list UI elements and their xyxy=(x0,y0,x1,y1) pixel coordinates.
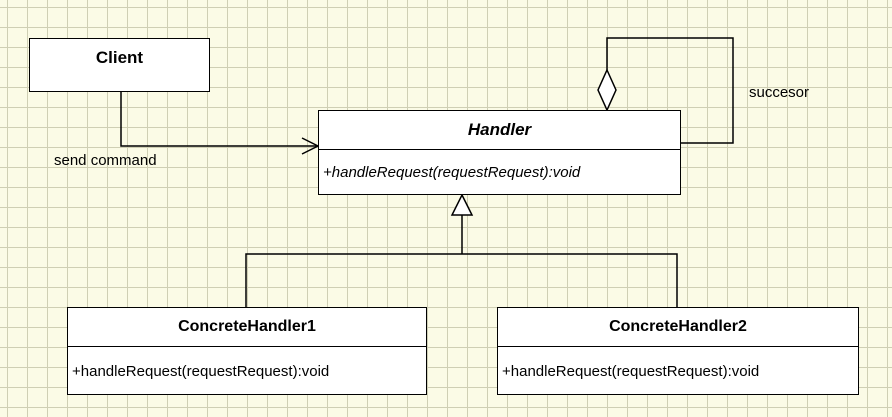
concrete-handler2-name: ConcreteHandler2 xyxy=(609,318,747,335)
concrete-handler2-class[interactable]: ConcreteHandler2 +handleRequest(requestR… xyxy=(497,307,859,395)
concrete-handler2-operation: +handleRequest(requestRequest):void xyxy=(498,346,858,395)
generalization-triangle xyxy=(450,193,474,216)
successor-label: succesor xyxy=(749,84,810,101)
handler-operation: +handleRequest(requestRequest):void xyxy=(319,149,680,195)
handler-class[interactable]: Handler +handleRequest(requestRequest):v… xyxy=(318,110,681,195)
send-command-label: send command xyxy=(54,152,157,169)
concrete-handler1-class[interactable]: ConcreteHandler1 +handleRequest(requestR… xyxy=(67,307,427,395)
client-class[interactable]: Client xyxy=(29,38,210,92)
concrete-handler1-operation: +handleRequest(requestRequest):void xyxy=(68,346,426,395)
concrete-handler1-name: ConcreteHandler1 xyxy=(178,318,316,335)
handler-class-name: Handler xyxy=(467,120,532,139)
successor-aggregation-line xyxy=(606,37,734,144)
generalization-branch xyxy=(245,253,678,307)
client-class-name: Client xyxy=(95,48,144,67)
aggregation-diamond xyxy=(597,68,617,112)
send-command-association xyxy=(120,92,318,147)
